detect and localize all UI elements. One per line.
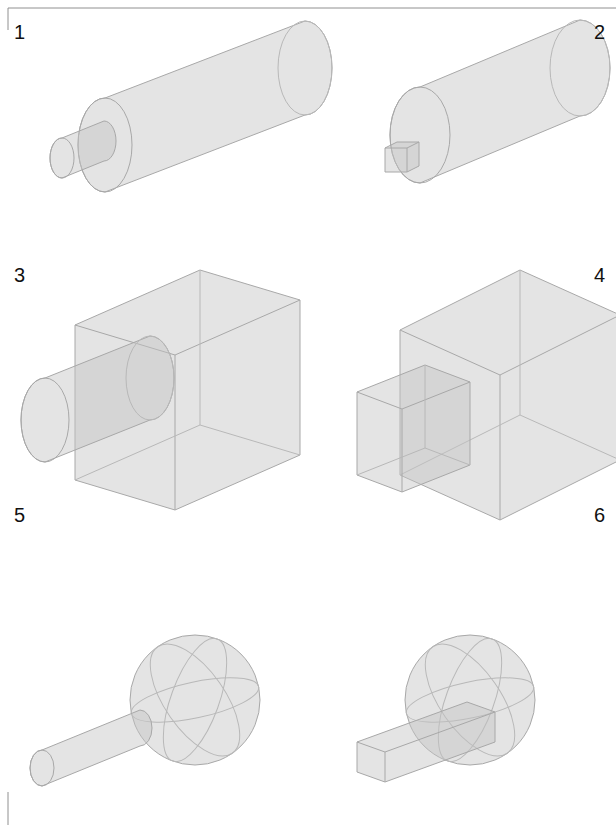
figure-number: 6 [594, 505, 605, 525]
prism-on-sphere [357, 630, 537, 782]
cube-on-cube [357, 270, 616, 520]
figure-number: 1 [14, 22, 25, 42]
cylinder-on-cylinder [50, 21, 332, 192]
figure-number: 4 [594, 265, 605, 285]
cylinder-on-sphere [30, 630, 262, 786]
figure-number: 3 [14, 265, 25, 285]
figure-number: 2 [594, 22, 605, 42]
prism-on-cylinder [385, 20, 610, 183]
figure-number: 5 [14, 505, 25, 525]
cylinder-on-cube [21, 270, 300, 510]
